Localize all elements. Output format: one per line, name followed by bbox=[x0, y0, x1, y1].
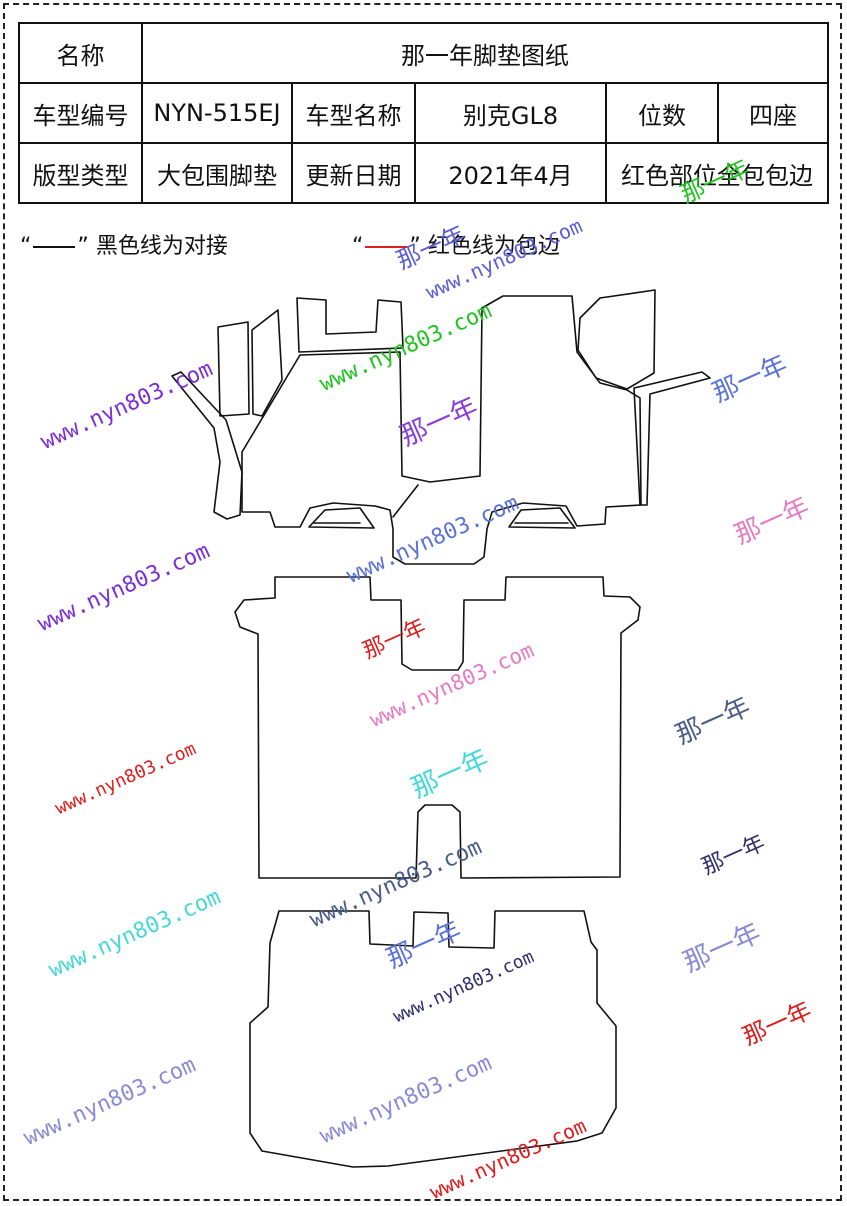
third-row-mat bbox=[249, 910, 617, 1168]
red-line-sample bbox=[365, 246, 408, 248]
edge-note: 红色部位全包包边 bbox=[605, 142, 829, 204]
seats-value: 四座 bbox=[717, 82, 829, 144]
left-side-panel bbox=[217, 321, 250, 417]
right-upper-panel bbox=[577, 289, 656, 390]
right-pillar-strip bbox=[633, 371, 711, 506]
date-label: 更新日期 bbox=[291, 142, 416, 204]
spec-table: 名称 那一年脚垫图纸 车型编号 NYN-515EJ 车型名称 别克GL8 位数 … bbox=[18, 22, 829, 204]
date-value: 2021年4月 bbox=[414, 142, 607, 204]
second-row-outline bbox=[234, 576, 641, 879]
model-code-label: 车型编号 bbox=[18, 82, 143, 144]
black-line-sample bbox=[33, 246, 76, 248]
model-name-label: 车型名称 bbox=[291, 82, 416, 144]
spec-row-name: 名称 那一年脚垫图纸 bbox=[18, 22, 829, 84]
legend-quote-close: ” bbox=[77, 234, 89, 259]
name-label: 名称 bbox=[18, 22, 143, 84]
right-heel-pad bbox=[508, 507, 576, 529]
spec-row-model: 车型编号 NYN-515EJ 车型名称 别克GL8 位数 四座 bbox=[18, 82, 829, 144]
legend-black: “ ” 黑色线为对接 bbox=[20, 228, 228, 260]
front-row-mats bbox=[171, 289, 711, 565]
spec-row-type: 版型类型 大包围脚垫 更新日期 2021年4月 红色部位全包包边 bbox=[18, 142, 829, 204]
model-name-value: 别克GL8 bbox=[414, 82, 607, 144]
legend-black-text: 黑色线为对接 bbox=[95, 234, 228, 259]
legend-quote-open-red: “ bbox=[352, 234, 364, 259]
third-row-outline bbox=[249, 910, 617, 1168]
model-code-value: NYN-515EJ bbox=[141, 82, 293, 144]
left-door-panel bbox=[251, 309, 283, 417]
type-label: 版型类型 bbox=[18, 142, 143, 204]
legend-red-text: 红色线为包边 bbox=[427, 234, 560, 259]
center-seam bbox=[392, 484, 419, 518]
seats-label: 位数 bbox=[605, 82, 719, 144]
front-main-floor bbox=[241, 295, 642, 565]
console-top-strip bbox=[296, 297, 404, 353]
left-heel-pad bbox=[308, 507, 375, 529]
type-value: 大包围脚垫 bbox=[141, 142, 293, 204]
left-pillar-strip bbox=[171, 371, 243, 520]
legend-red: “ ” 红色线为包边 bbox=[352, 228, 560, 260]
second-row-mat bbox=[234, 576, 641, 879]
page-border bbox=[3, 3, 842, 1201]
drawing-title: 那一年脚垫图纸 bbox=[141, 22, 829, 84]
legend-quote-close-red: ” bbox=[409, 234, 421, 259]
legend-quote-open: “ bbox=[20, 234, 32, 259]
